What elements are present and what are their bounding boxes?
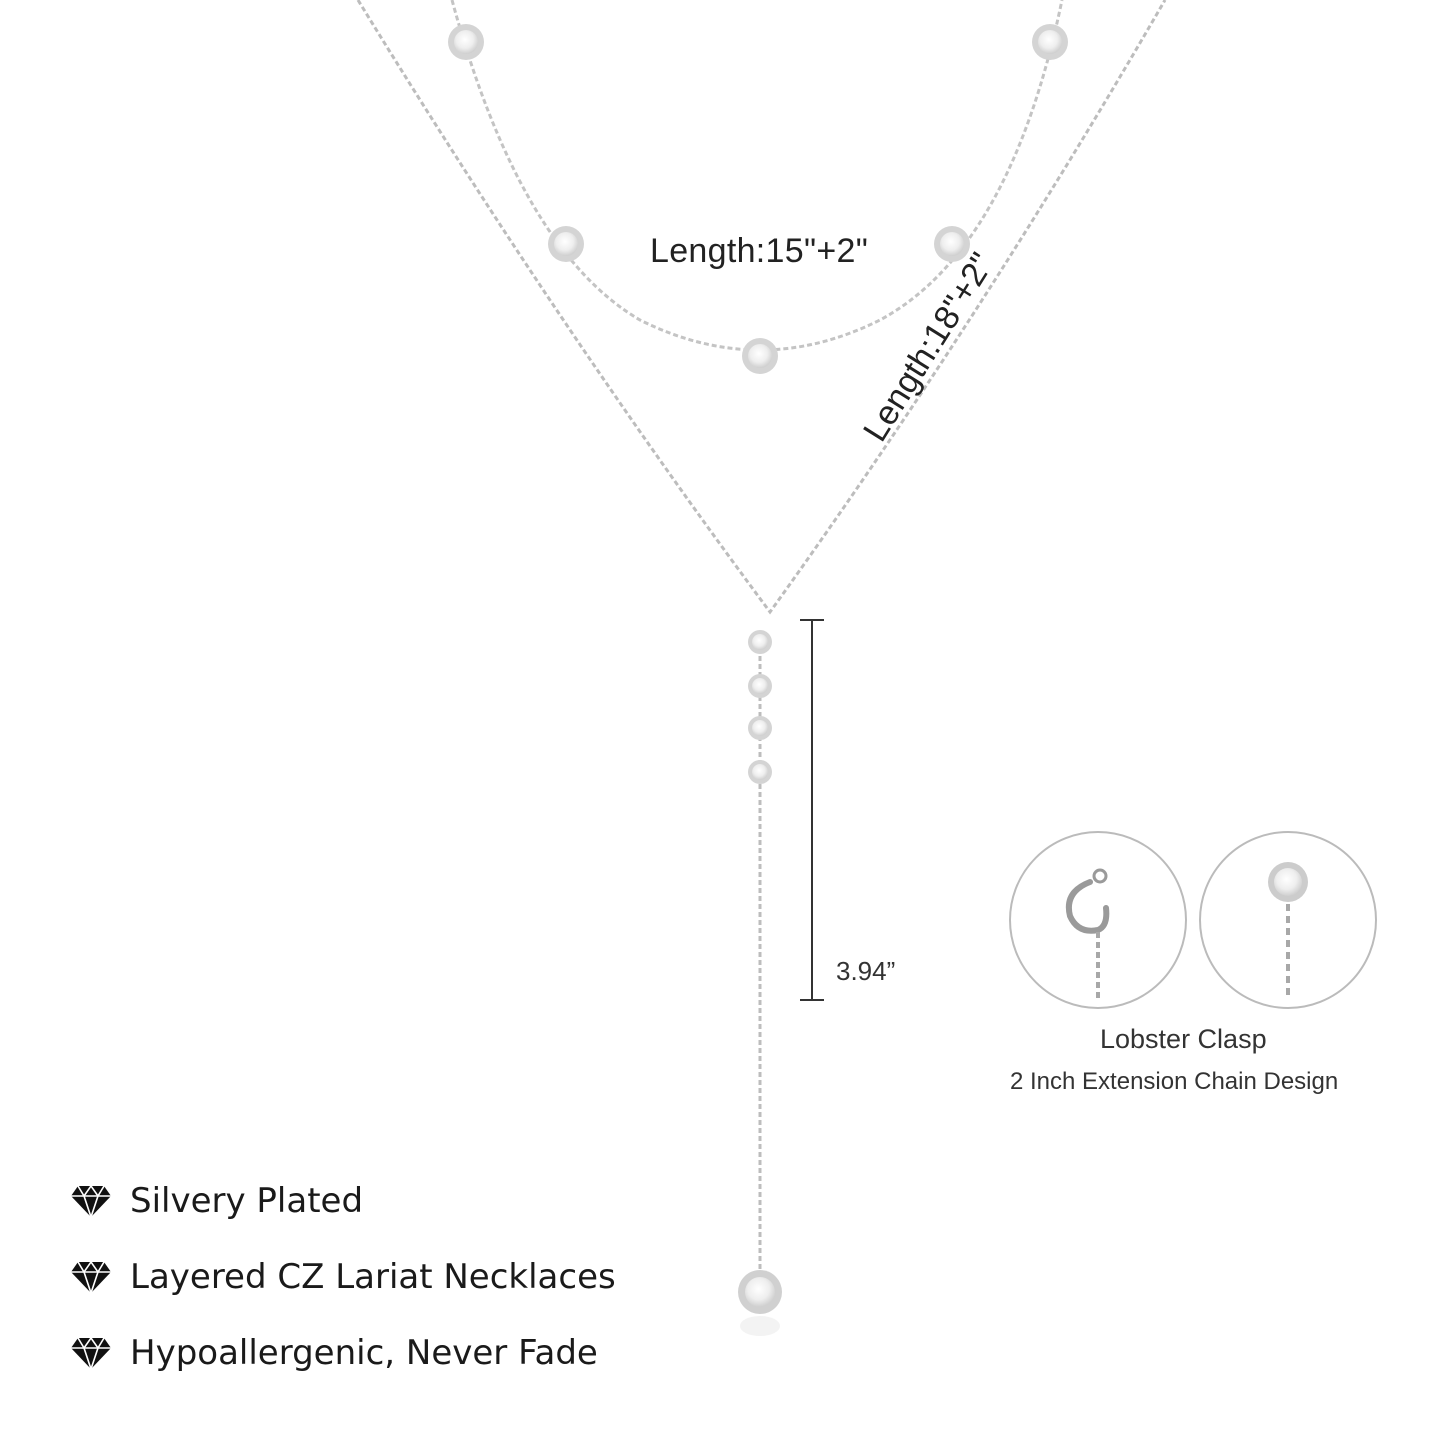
feature-item: Layered CZ Lariat Necklaces [70, 1256, 616, 1298]
stone [748, 760, 772, 784]
feature-text: Hypoallergenic, Never Fade [130, 1333, 598, 1373]
drop-length-label: 3.94” [836, 956, 896, 986]
clasp-subtitle: 2 Inch Extension Chain Design [1010, 1068, 1339, 1095]
pendant-reflection [740, 1316, 780, 1336]
stone [748, 630, 772, 654]
diamond-icon [71, 1260, 111, 1294]
stone [934, 226, 970, 262]
feature-list: Silvery Plated Layered CZ Lariat Necklac… [70, 1180, 616, 1408]
inner-length-label: Length:15"+2" [650, 232, 869, 270]
feature-item: Hypoallergenic, Never Fade [70, 1332, 616, 1374]
feature-text: Layered CZ Lariat Necklaces [130, 1257, 616, 1297]
clasp-title: Lobster Clasp [1100, 1024, 1267, 1054]
diamond-icon [71, 1184, 111, 1218]
outer-chain [356, 0, 1167, 615]
clasp-detail-circle [1009, 831, 1187, 1009]
feature-text: Silvery Plated [130, 1181, 364, 1221]
stone [448, 24, 484, 60]
stone [1032, 24, 1068, 60]
diamond-icon [71, 1336, 111, 1370]
stone [742, 338, 778, 374]
stone [548, 226, 584, 262]
pendant-stone [738, 1270, 782, 1314]
stone [748, 716, 772, 740]
feature-item: Silvery Plated [70, 1180, 616, 1222]
dimension-line [800, 619, 824, 1001]
stone [748, 674, 772, 698]
extension-detail-circle [1199, 831, 1377, 1009]
